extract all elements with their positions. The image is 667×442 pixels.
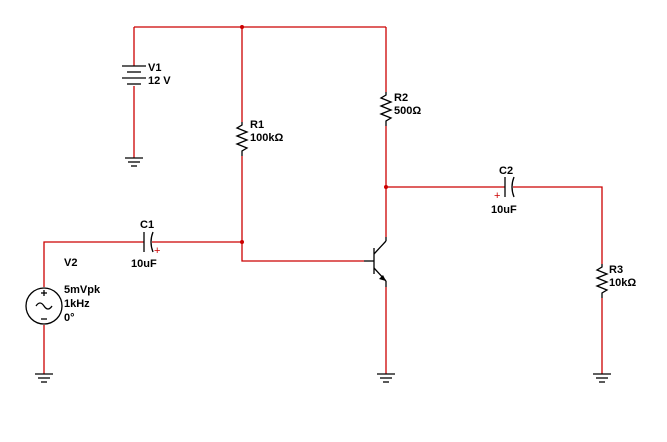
wire-v2-c1: [43, 241, 144, 287]
label-c1-value: 10uF: [131, 258, 157, 270]
label-v2-phase: 0°: [64, 312, 75, 324]
label-r2-name: R2: [394, 92, 409, 104]
label-r1-name: R1: [250, 119, 265, 131]
battery-v1-symbol: [122, 65, 146, 85]
resistor-r1-symbol: [235, 122, 249, 156]
resistor-r3-symbol: [595, 264, 609, 298]
capacitor-c1-symbol: [143, 231, 154, 253]
label-r1-value: 100kΩ: [250, 132, 284, 144]
capacitor-c2-symbol: [504, 176, 515, 198]
label-c1-name: C1: [140, 219, 155, 231]
label-c2-value: 10uF: [491, 204, 517, 216]
transistor-npn-symbol: [364, 237, 387, 287]
junction-collector: [384, 185, 388, 189]
ac-source-v2-symbol: [25, 287, 63, 325]
ground-emitter-symbol: [377, 373, 395, 383]
junction-base: [240, 240, 244, 244]
ground-v2-symbol: [35, 373, 53, 383]
label-r3-name: R3: [609, 264, 624, 276]
junctions: [240, 25, 388, 244]
resistor-r2-symbol: [379, 92, 393, 126]
label-r3-value: 10kΩ: [609, 277, 637, 289]
label-v1-value: 12 V: [148, 75, 171, 87]
junction-top-r1: [240, 25, 244, 29]
label-r2-value: 500Ω: [394, 105, 422, 117]
ground-r3-symbol: [593, 373, 611, 383]
label-v1-name: V1: [148, 62, 162, 74]
wire-c2-r3: [513, 186, 603, 264]
label-c2-name: C2: [499, 165, 514, 177]
label-v2-frequency: 1kHz: [64, 298, 90, 310]
c1-polarity-mark: +: [154, 245, 160, 257]
label-v2-amplitude: 5mVpk: [64, 284, 101, 296]
ground-v1-symbol: [125, 157, 143, 167]
wire-r1-bottom: [241, 156, 364, 262]
wires: [43, 26, 603, 374]
c2-polarity-mark: +: [494, 190, 500, 202]
label-v2-name: V2: [64, 257, 78, 269]
